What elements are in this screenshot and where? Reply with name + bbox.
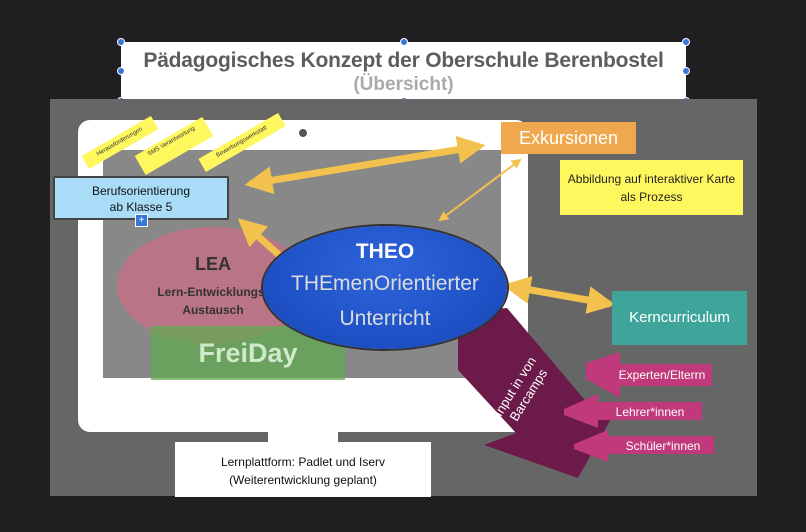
- plus-icon[interactable]: +: [135, 214, 148, 227]
- title-box[interactable]: Pädagogisches Konzept der Oberschule Ber…: [121, 42, 686, 101]
- input-label-experten: Experten/Elterrn: [618, 368, 706, 382]
- karte-note[interactable]: Abbildung auf interaktiver Karte als Pro…: [560, 160, 743, 215]
- exkursionen-box[interactable]: Exkursionen: [501, 122, 636, 154]
- selection-handle-icon[interactable]: [117, 38, 125, 46]
- barcamp-arrow: [458, 308, 612, 478]
- input-label-schueler: Schüler*innen: [625, 439, 701, 453]
- lea-title: LEA: [195, 254, 231, 274]
- input-label-lehrer: Lehrer*innen: [615, 405, 685, 419]
- arrow-exkursionen-theo: [438, 158, 522, 222]
- selection-handle-icon[interactable]: [400, 38, 408, 46]
- karte-line-2: als Prozess: [620, 190, 683, 204]
- beruf-line-2: ab Klasse 5: [109, 200, 173, 214]
- lea-line-1: Lern-Entwicklungs-: [157, 285, 269, 299]
- lea-subtitle: Lern-Entwicklungs- Austausch: [117, 283, 309, 319]
- camera-icon: [299, 129, 307, 137]
- input-arrow-2: [564, 394, 702, 428]
- input-arrow-1: [586, 352, 712, 398]
- theo-title: THEO: [355, 240, 415, 263]
- beruf-line-1: Berufsorientierung: [91, 184, 191, 198]
- kerncurriculum-box[interactable]: Kerncurriculum: [612, 291, 747, 345]
- freiday-box[interactable]: FreiDay: [151, 326, 345, 380]
- selection-handle-icon[interactable]: [682, 67, 690, 75]
- lernplattform-line-2: (Weiterentwicklung geplant): [229, 473, 377, 487]
- input-arrow-3: [574, 430, 714, 462]
- berufsorientierung-box[interactable]: Berufsorientierung ab Klasse 5: [53, 176, 229, 220]
- theo-ellipse[interactable]: [263, 226, 507, 349]
- theo-line-2: Unterricht: [339, 307, 431, 330]
- selection-handle-icon[interactable]: [682, 38, 690, 46]
- page-subtitle: (Übersicht): [353, 74, 454, 95]
- page-title: Pädagogisches Konzept der Oberschule Ber…: [143, 49, 664, 72]
- karte-line-1: Abbildung auf interaktiver Karte: [567, 172, 736, 186]
- arrow-beruf-exkursionen: [244, 135, 486, 195]
- theo-line-1: THEmenOrientierter: [291, 272, 479, 295]
- selection-handle-icon[interactable]: [117, 67, 125, 75]
- lernplattform-line-1: Lernplattform: Padlet und Iserv: [220, 455, 386, 469]
- arrow-theo-kern: [502, 276, 616, 314]
- lea-line-2: Austausch: [182, 303, 244, 317]
- lernplattform-box[interactable]: Lernplattform: Padlet und Iserv (Weitere…: [175, 442, 431, 497]
